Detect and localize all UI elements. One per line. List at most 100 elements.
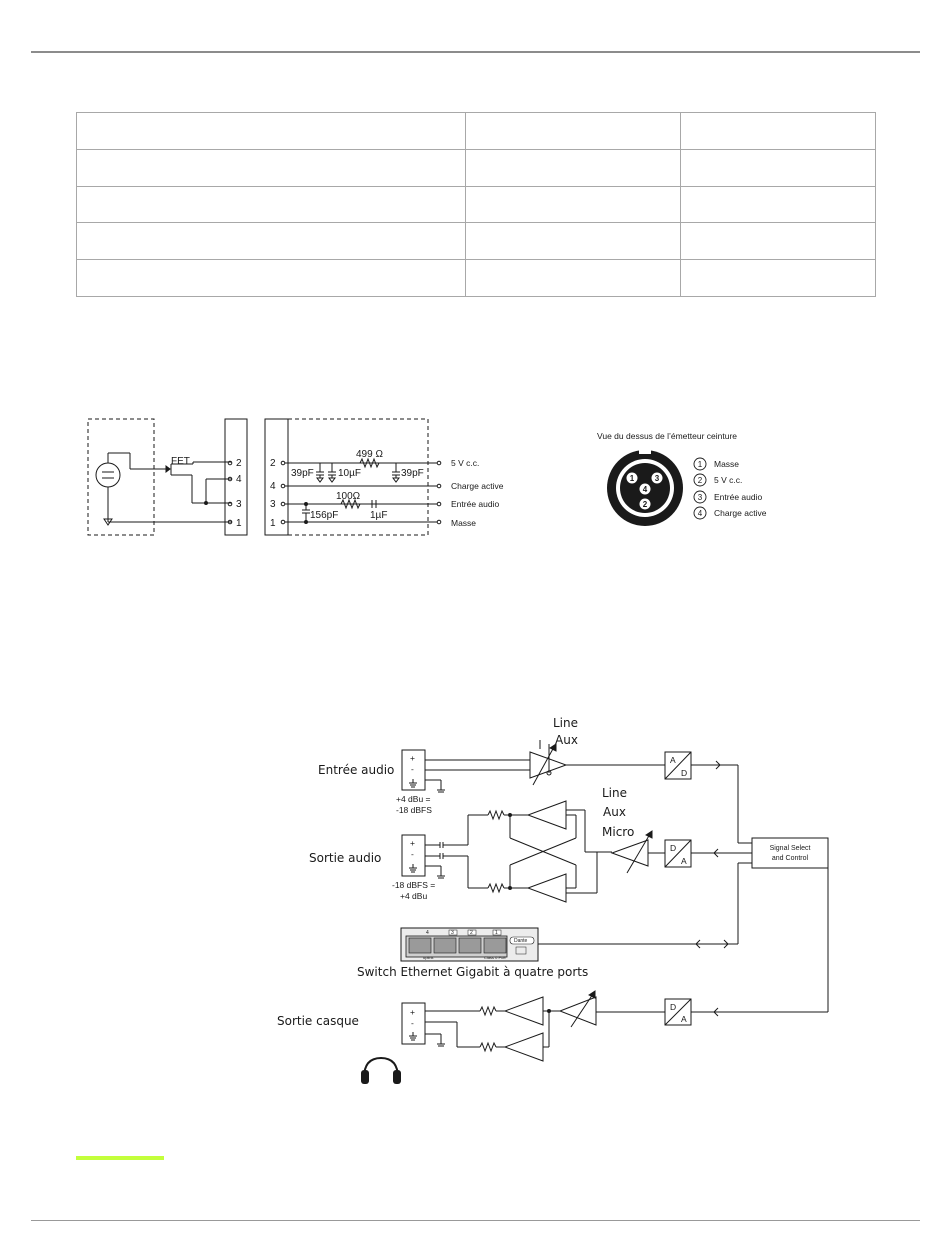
input-level: -18 dBFS — [396, 805, 432, 815]
output-amplifier-minus — [526, 873, 567, 903]
headphone-gain-amplifier — [558, 996, 597, 1026]
output-level: +4 dBu — [400, 891, 427, 901]
output-option: Line — [602, 786, 627, 800]
pin-label: 1 — [236, 518, 242, 529]
dac-label: D — [670, 1002, 676, 1012]
ethernet-port — [458, 937, 482, 954]
switch-port-number: 3 — [451, 930, 454, 936]
component-label: 39pF — [291, 468, 314, 479]
signal-label: Masse — [451, 518, 476, 528]
table-cell — [465, 148, 681, 187]
component-label: 499 Ω — [356, 449, 383, 460]
pin-label: 4 — [236, 474, 242, 485]
signal-label: Entrée audio — [451, 499, 499, 509]
switch-port-number: 2 — [470, 930, 473, 936]
headphone-amplifier-left — [503, 996, 544, 1026]
pin-legend-label: Masse — [714, 459, 739, 469]
headphone-amplifier-right — [503, 1032, 544, 1062]
input-option: Aux — [555, 733, 578, 747]
footer-accent-bar — [76, 1156, 164, 1160]
xlr-pin-plus: + — [410, 1007, 415, 1017]
dac-label: A — [681, 856, 687, 866]
switch-port-number: 4 — [426, 930, 429, 936]
pin-number: 4 — [643, 485, 648, 494]
headphones-icon — [361, 1056, 401, 1084]
mic-capsule-icon — [95, 462, 121, 488]
pin-legend-number: 4 — [698, 509, 703, 518]
component-label: 39pF — [401, 468, 424, 479]
output-gain-amplifier — [610, 839, 649, 867]
signal-label: Charge active — [451, 481, 504, 491]
table-cell — [465, 185, 681, 224]
headphone-jack — [401, 1002, 426, 1045]
table-row — [76, 112, 876, 150]
table-cell — [465, 222, 681, 261]
table-cell — [680, 222, 876, 261]
pin-legend-number: 1 — [698, 460, 703, 469]
table-row — [76, 259, 876, 297]
switch-label: Switch Ethernet Gigabit à quatre ports — [357, 965, 588, 979]
output-amplifier-plus — [526, 800, 567, 830]
footer-rule — [31, 1220, 920, 1221]
pin-label: 2 — [236, 458, 242, 469]
xlr-pin-minus: - — [411, 849, 414, 859]
pin-legend-number: 3 — [698, 493, 703, 502]
fet-label: FET — [171, 456, 190, 467]
connector-title: Vue du dessus de l’émetteur ceinture — [597, 431, 737, 441]
input-level: +4 dBu = — [396, 794, 431, 804]
pin-legend-label: Charge active — [714, 508, 767, 518]
output-option: Aux — [603, 805, 626, 819]
signal-label: 5 V c.c. — [451, 458, 479, 468]
header-rule — [31, 51, 920, 53]
ethernet-port — [408, 937, 432, 954]
xlr-pin-minus: - — [411, 764, 414, 774]
output-label: Sortie audio — [309, 851, 381, 865]
control-label: Signal Select — [770, 845, 811, 852]
output-option: Micro — [602, 825, 634, 839]
spec-table — [76, 112, 876, 297]
ethernet-port — [433, 937, 457, 954]
xlr-pin-plus: + — [410, 838, 415, 848]
pin-number: 1 — [630, 474, 635, 483]
control-label: and Control — [772, 855, 809, 862]
dante-logo — [509, 936, 535, 945]
input-label: Entrée audio — [318, 763, 394, 777]
switch-small-label: Class 0 PoE — [484, 955, 506, 960]
dac-label: D — [670, 843, 676, 853]
output-level: -18 dBFS = — [392, 880, 435, 890]
table-cell — [680, 259, 876, 297]
adc-label: D — [681, 768, 687, 778]
table-cell — [680, 185, 876, 224]
headphone-label: Sortie casque — [277, 1014, 359, 1028]
xlr-pin-minus: - — [411, 1018, 414, 1028]
adc-label: A — [670, 755, 676, 765]
ground-icon — [409, 779, 417, 1041]
pin-legend-label: Entrée audio — [714, 492, 762, 502]
dac-label: A — [681, 1014, 687, 1024]
input-option: Line — [553, 716, 578, 730]
connector-icon: 1 3 4 2 — [607, 449, 683, 526]
component-label: 156pF — [310, 510, 338, 521]
input-amplifier — [529, 751, 568, 779]
dante-label: Dante — [514, 938, 528, 944]
pin-label: 2 — [270, 458, 276, 469]
component-label: 10µF — [338, 468, 361, 479]
xlr-pin-plus: + — [410, 753, 415, 763]
pin-label: 4 — [270, 481, 276, 492]
table-row — [76, 222, 876, 261]
ethernet-switch-panel — [400, 927, 539, 962]
mic-dashed-box — [87, 418, 155, 536]
table-cell — [76, 259, 466, 297]
pin-label: 3 — [236, 499, 242, 510]
component-label: 100Ω — [336, 491, 361, 502]
switch-small-label: uplink — [423, 955, 433, 960]
pin-label: 3 — [270, 499, 276, 510]
table-cell — [465, 259, 681, 297]
pin-number: 2 — [643, 500, 648, 509]
table-row — [76, 185, 876, 224]
signal-select-control-block — [751, 837, 829, 869]
pin-label: 1 — [270, 518, 276, 529]
pin-legend-number: 2 — [698, 476, 703, 485]
network-icon — [515, 946, 527, 955]
